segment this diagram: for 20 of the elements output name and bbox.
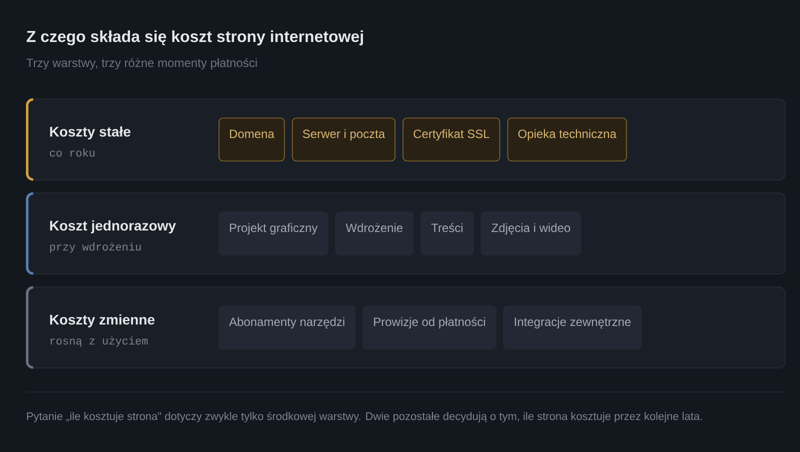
panel-heading: Koszty zmienne xyxy=(50,314,155,328)
tag: Wdrożenie xyxy=(335,212,414,256)
panel-heading: Koszt jednorazowy xyxy=(50,220,176,234)
tag: Domena xyxy=(218,118,285,162)
tag: Zdjęcia i wideo xyxy=(480,212,582,256)
tag: Prowizje od płatności xyxy=(362,306,496,350)
tag: Abonamenty narzędzi xyxy=(218,306,356,350)
tag: Certyfikat SSL xyxy=(402,118,500,162)
panel-heading: Koszty stałe xyxy=(50,126,130,140)
panel-subheading: przy wdrożeniu xyxy=(50,242,141,253)
footnote: Pytanie „ile kosztuje strona" dotyczy zwykle tylko środkowej warstwy. Dwie pozostałe decydują o tym, ile strona kosztuje przez kolejne lata. xyxy=(27,412,702,422)
subtitle: Trzy warstwy, trzy różne momenty płatności xyxy=(26,58,257,70)
tag: Integracje zewnętrzne xyxy=(503,306,642,350)
title: Z czego składa się koszt strony internetowej xyxy=(26,30,363,46)
tag: Opieka techniczna xyxy=(507,118,627,162)
tag: Treści xyxy=(420,212,474,256)
tag: Serwer i poczta xyxy=(292,118,396,162)
panel-subheading: rosną z użyciem xyxy=(50,336,148,347)
panel-subheading: co roku xyxy=(50,148,94,157)
tag: Projekt graficzny xyxy=(218,212,328,256)
